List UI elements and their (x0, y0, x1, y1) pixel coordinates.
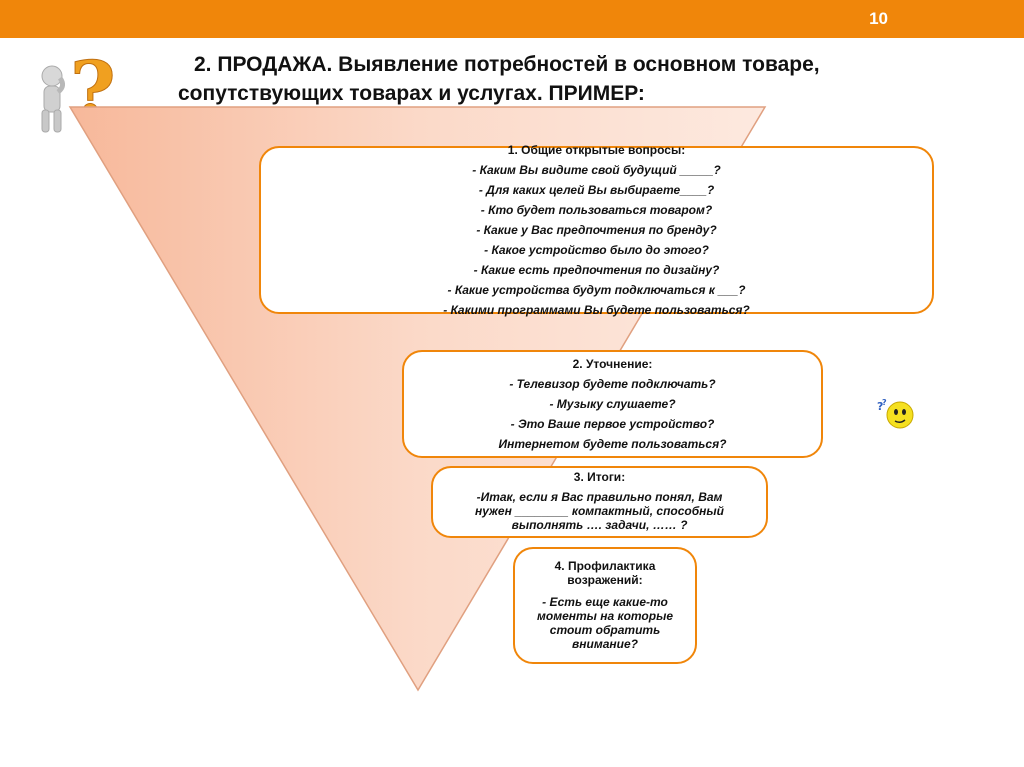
list-item: - Какие устройства будут подключаться к … (447, 283, 746, 297)
results-heading: 3. Итоги: (573, 470, 626, 484)
objections-box: 4. Профилактика возражений: - Есть еще к… (513, 547, 697, 664)
top-bar: 10 (0, 0, 1024, 38)
objections-heading: возражений: (567, 573, 643, 587)
objections-line: моменты на которые (536, 609, 674, 623)
list-item: - Музыку слушаете? (549, 397, 676, 411)
objections-line: стоит обратить (549, 623, 661, 637)
clarification-heading: 2. Уточнение: (572, 357, 653, 371)
thinking-smiley-icon: ? ? (877, 398, 914, 429)
list-item: - Для каких целей Вы выбираете____? (478, 183, 715, 197)
clarification-box: 2. Уточнение: - Телевизор будете подключ… (402, 350, 823, 458)
list-item: - Каким Вы видите свой будущий _____? (472, 163, 721, 177)
list-item: - Какое устройство было до этого? (484, 243, 709, 257)
list-item: - Какие у Вас предпочтения по бренду? (476, 223, 717, 237)
svg-text:?: ? (877, 400, 883, 413)
list-item: - Кто будет пользоваться товаром? (480, 203, 713, 217)
list-item: Интернетом будете пользоваться? (498, 437, 727, 451)
title-line-2: сопутствующих товарах и услугах. ПРИМЕР: (178, 82, 645, 105)
open-questions-box: 1. Общие открытые вопросы: - Каким Вы ви… (259, 143, 934, 317)
list-item: - Какие есть предпочтения по дизайну? (473, 263, 720, 277)
results-box: 3. Итоги: -Итак, если я Вас правильно по… (431, 466, 768, 538)
objections-heading: 4. Профилактика (554, 559, 656, 573)
objections-line: внимание? (572, 637, 638, 651)
slide-title: 2. ПРОДАЖА. Выявление потребностей в осн… (178, 50, 998, 108)
results-line: выполнять …. задачи, …… ? (511, 518, 688, 532)
svg-text:?: ? (882, 398, 887, 407)
list-item: - Какими программами Вы будете пользоват… (443, 303, 750, 317)
results-line: нужен ________ компактный, способный (474, 504, 725, 518)
objections-line: - Есть еще какие-то (542, 595, 668, 609)
page-number: 10 (869, 9, 888, 28)
open-questions-heading: 1. Общие открытые вопросы: (507, 143, 686, 157)
results-line: -Итак, если я Вас правильно понял, Вам (476, 490, 723, 504)
list-item: - Телевизор будете подключать? (509, 377, 716, 391)
title-line-1: 2. ПРОДАЖА. Выявление потребностей в осн… (194, 53, 820, 76)
list-item: - Это Ваше первое устройство? (510, 417, 715, 431)
